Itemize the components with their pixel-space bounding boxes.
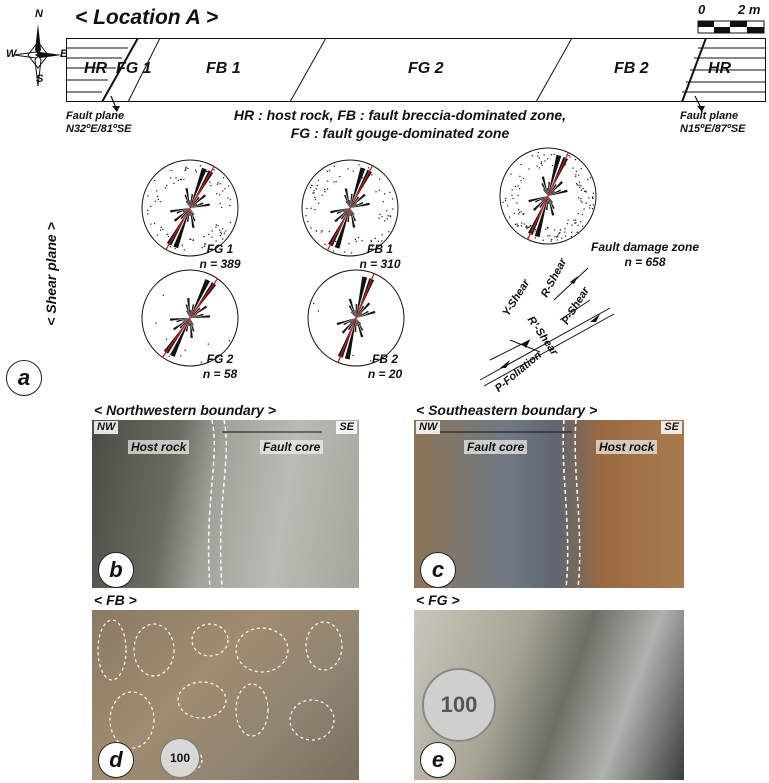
panel-d-heading: < FB > [94, 592, 137, 608]
zone-fg1: FG 1 [116, 60, 152, 77]
compass-north: N [35, 8, 43, 20]
panel-c-heading: < Southeastern boundary > [416, 402, 598, 418]
compass-west: W [6, 48, 17, 60]
scale-end: 2 m [738, 2, 761, 17]
photo-southeastern-boundary: NW SE Fault core Host rock c [414, 420, 684, 588]
zone-fb1: FB 1 [206, 60, 241, 77]
rose-diagram [141, 269, 239, 367]
fault-plane-right: Fault plane N15ºE/87ºSE [680, 110, 746, 135]
rose-fdz-n: n = 658 [624, 255, 666, 269]
shear-plane-title: < Shear plane > [34, 210, 59, 340]
rose-diagram [141, 159, 239, 257]
photo-fault-breccia: 100 d [92, 610, 359, 780]
fault-plane-left: Fault plane N32ºE/81ºSE [66, 110, 132, 135]
zone-hr-right: HR [708, 60, 732, 77]
panel-label-c: c [420, 552, 456, 588]
panel-c-fault-core: Fault core [464, 440, 528, 454]
zone-hr-left: HR [84, 60, 108, 77]
panel-label-a: a [6, 360, 42, 396]
panel-label-d: d [98, 742, 134, 778]
rose-diagram [301, 159, 399, 257]
boundary-trace [207, 420, 322, 588]
legend-line-2: FG : fault gouge-dominated zone [290, 125, 510, 141]
scale-bar: 0 2 m [696, 2, 766, 38]
panel-b-host-rock: Host rock [128, 440, 190, 454]
compass-east: E [60, 48, 68, 60]
rose-count: n = 58 [202, 367, 238, 381]
zone-legend: HR : host rock, FB : fault breccia-domin… [120, 106, 680, 142]
rose-name: FG 2 [206, 352, 234, 366]
compass-rose: N S W E [6, 8, 70, 88]
fault-arrow-right-icon [694, 96, 705, 112]
riedel-shear-schematic [479, 267, 615, 387]
clast-outlines [97, 619, 343, 775]
scale-start: 0 [698, 2, 706, 17]
strip-graphic [66, 38, 766, 102]
coin-e: 100 [422, 668, 496, 742]
shear-plane-label: < Shear plane > [43, 222, 59, 326]
panel-b-nw: NW [94, 421, 119, 434]
rose-count: n = 20 [367, 367, 403, 381]
panel-c-host-rock: Host rock [596, 440, 658, 454]
fault-arrow-left-icon [110, 96, 120, 112]
zone-fg2: FG 2 [408, 60, 444, 77]
rose-name: FG 1 [206, 242, 234, 256]
panel-b-heading: < Northwestern boundary > [94, 402, 277, 418]
rose-name: FB 2 [371, 352, 398, 366]
rose-count: n = 389 [199, 257, 241, 271]
panel-c-se: SE [661, 421, 682, 434]
legend-line-1: HR : host rock, FB : fault breccia-domin… [233, 107, 567, 123]
scale-bar-graphic [697, 20, 765, 34]
rose-diagram [499, 147, 597, 245]
panel-e-heading: < FG > [416, 592, 460, 608]
photo-northwestern-boundary: NW SE Host rock Fault core b [92, 420, 359, 588]
rose-count: n = 310 [359, 257, 401, 271]
fault-zone-strip: HR FG 1 FB 1 FG 2 FB 2 HR [66, 38, 766, 102]
location-title: < Location A > [75, 6, 219, 29]
boundary-trace [434, 420, 581, 588]
compass-icon [13, 24, 62, 87]
rose-fdz-caption: Fault damage zone n = 658 [575, 240, 715, 270]
panel-c-nw: NW [416, 421, 441, 434]
panel-label-b: b [98, 552, 134, 588]
rose-name: FB 1 [366, 242, 393, 256]
zone-fb2: FB 2 [614, 60, 649, 77]
rose-diagram [307, 269, 405, 367]
compass-south: S [36, 73, 44, 85]
coin-d: 100 [160, 738, 200, 778]
panel-b-se: SE [336, 421, 357, 434]
panel-b-fault-core: Fault core [260, 440, 324, 454]
photo-fault-gouge: 100 e [414, 610, 684, 780]
panel-label-e: e [420, 742, 456, 778]
rose-fdz-name: Fault damage zone [590, 240, 700, 254]
